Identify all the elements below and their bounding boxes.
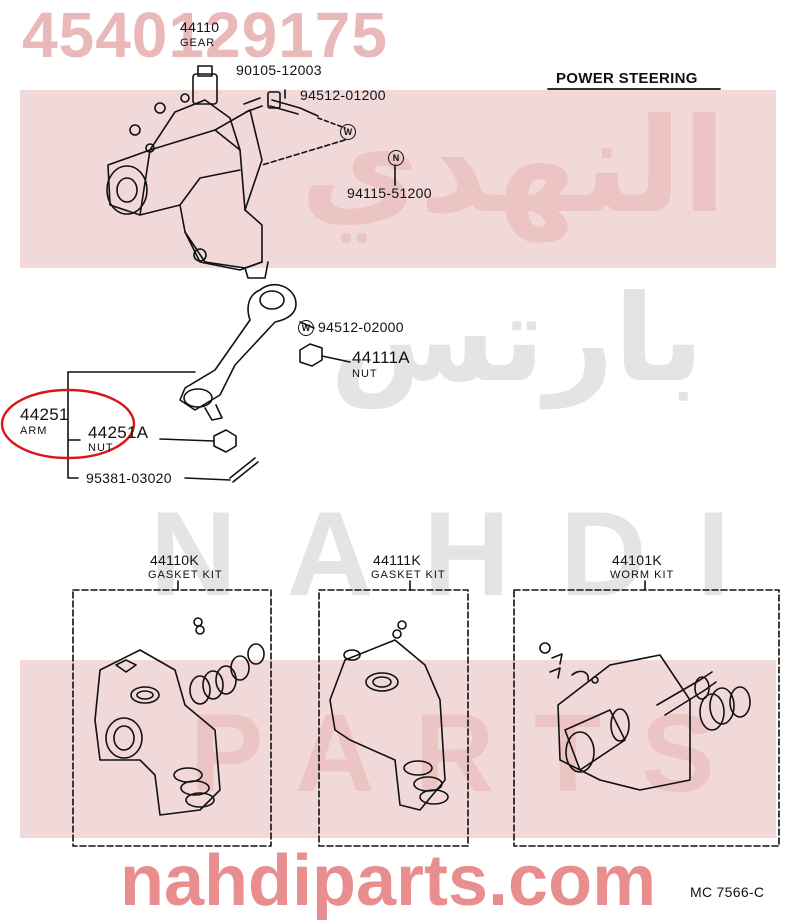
kit-44101k-number: 44101K [612, 552, 663, 568]
kit-44101k-desc: WORM KIT [610, 569, 675, 581]
callout-44111a-desc: NUT [352, 368, 378, 380]
washer-symbol: W [340, 124, 356, 140]
callout-90105-12003-number: 90105-12003 [236, 62, 322, 78]
kit-44110k-desc: GASKET KIT [148, 569, 223, 581]
kit-44111k-desc: GASKET KIT [371, 569, 446, 581]
callout-44110-number: 44110 [180, 19, 220, 35]
gasket-kit-44111k-drawing [329, 620, 449, 811]
watermark-site: nahdiparts.com [120, 841, 657, 921]
watermark-nahdi: NAHDI [150, 487, 780, 621]
highlight-ring [0, 388, 136, 460]
callout-44110-desc: GEAR [180, 37, 216, 49]
pitman-arm-drawing [179, 283, 297, 421]
watermark-band-bottom [20, 660, 776, 838]
callout-44251a-desc: NUT [88, 442, 114, 454]
callout-44251-number: 44251 [20, 405, 69, 424]
callout-94115-51200-number: 94115-51200 [347, 185, 432, 201]
figure-code: MC 7566-C [690, 884, 765, 900]
watermark-part-number: 4540129175 [22, 0, 388, 71]
watermark-parts: PARTS [190, 692, 755, 815]
kit-44111k-number: 44111K [373, 552, 421, 568]
callout-44111a-number: 44111A [352, 348, 410, 367]
steering-gear-drawing [106, 65, 269, 279]
gasket-kit-44110k-drawing [94, 617, 265, 816]
callout-44251a-number: 44251A [88, 423, 149, 442]
watermark-arabic-mid: بارتس [330, 272, 704, 406]
callout-44251-desc: ARM [20, 425, 48, 437]
callout-94512-01200-number: 94512-01200 [300, 87, 386, 103]
worm-kit-44101k-drawing [539, 642, 751, 791]
washer-symbol: W [298, 320, 314, 336]
watermark-arabic-top: النهدي [300, 93, 727, 239]
kit-44110k-number: 44110K [150, 552, 200, 568]
callout-95381-03020-number: 95381-03020 [86, 470, 172, 486]
nut-symbol: N [388, 150, 404, 166]
diagram-title: POWER STEERING [556, 70, 698, 87]
callout-94512-02000-number: 94512-02000 [318, 319, 404, 335]
